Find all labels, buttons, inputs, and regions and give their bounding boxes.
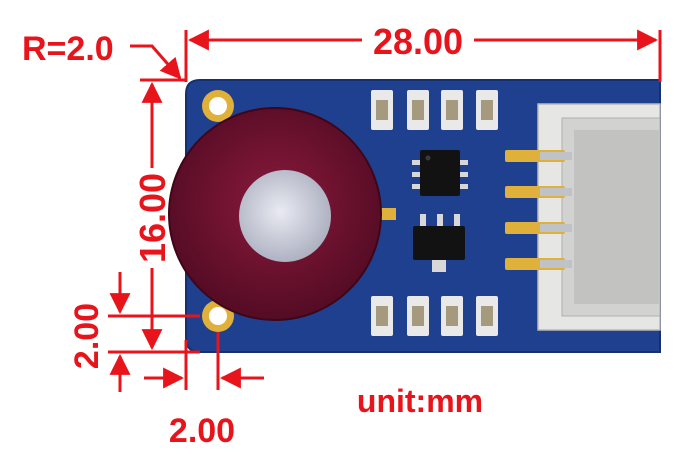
smd-components-bottom xyxy=(371,296,498,336)
hole-vertical-label: 2.00 xyxy=(68,303,106,369)
width-dimension: 28.00 xyxy=(184,21,662,82)
hole-horizontal-label: 2.00 xyxy=(169,412,235,450)
hole-horizontal-dimension: 2.00 xyxy=(144,332,264,450)
height-label: 16.00 xyxy=(132,173,173,263)
mounting-hole-top xyxy=(202,90,234,122)
radius-dimension: R=2.0 xyxy=(22,30,182,80)
height-dimension: 16.00 xyxy=(132,78,186,354)
ic-chip-lower xyxy=(413,214,465,272)
smd-components-top xyxy=(371,90,498,130)
connector-housing xyxy=(537,103,661,331)
thermal-sensor xyxy=(168,107,382,321)
unit-label: unit:mm xyxy=(357,383,483,419)
hole-vertical-dimension: 2.00 xyxy=(68,272,200,392)
width-label: 28.00 xyxy=(373,21,463,62)
connector-pins xyxy=(505,150,572,270)
ic-chip-upper xyxy=(412,150,468,196)
radius-label: R=2.0 xyxy=(22,30,114,68)
